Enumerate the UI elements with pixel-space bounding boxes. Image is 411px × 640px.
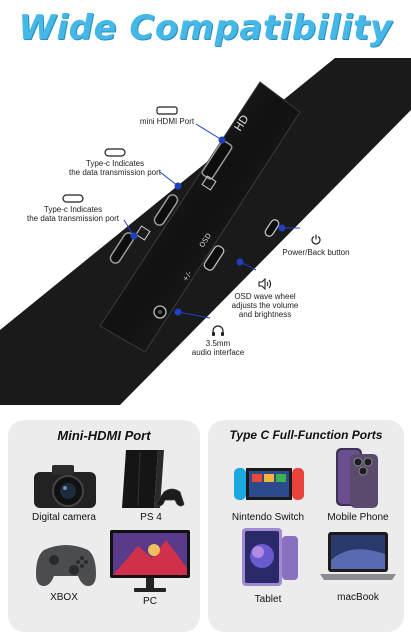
dot-typec-2	[130, 232, 138, 240]
mobile-phone-image	[336, 448, 378, 508]
callout-audio-line2: audio interface	[191, 348, 245, 357]
device-label-xbox: XBOX	[50, 592, 78, 603]
device-label-pc: PC	[143, 596, 157, 607]
mini-hdmi-panel-title: Mini-HDMI Port	[57, 428, 151, 443]
leader-mini-hdmi	[195, 123, 223, 141]
callout-typec-1-line2: the data transmission port	[68, 168, 162, 177]
power-button	[264, 219, 280, 237]
typec-panel: Type C Full-Function Ports Nintendo Swit…	[208, 420, 404, 632]
dot-mini-hdmi	[218, 136, 226, 144]
power-icon	[311, 234, 321, 245]
nintendo-switch-image	[234, 468, 304, 500]
osd-wheel	[203, 245, 225, 271]
callout-osd-line3: and brightness	[238, 310, 292, 319]
callout-typec-1: Type-c Indicates the data transmission p…	[60, 148, 170, 177]
dot-power	[278, 224, 286, 232]
device-label-digital-camera: Digital camera	[32, 512, 96, 523]
headphones-icon	[212, 325, 224, 336]
pc-monitor-image	[110, 530, 190, 592]
typec-port-icon	[62, 194, 84, 203]
digital-camera-image	[34, 465, 96, 508]
callout-power-label: Power/Back button	[282, 248, 350, 257]
callout-osd-line2: adjusts the volume	[231, 301, 299, 310]
monitor-edge	[99, 81, 301, 353]
leader-typec-1	[159, 171, 179, 187]
dot-typec-1	[174, 182, 182, 190]
callout-mini-hdmi-label: mini HDMI Port	[139, 117, 195, 126]
callout-typec-2-line1: Type-c Indicates	[43, 205, 103, 214]
leader-audio	[177, 311, 211, 319]
hdmi-port-icon	[156, 106, 178, 115]
port-indicator-1	[201, 175, 217, 191]
device-label-nintendo-switch: Nintendo Switch	[231, 512, 305, 523]
callout-osd-line1: OSD wave wheel	[234, 292, 296, 301]
mini-hdmi-panel: Mini-HDMI Port Digital camera PS 4 XBOX …	[8, 420, 200, 632]
dot-audio	[174, 308, 182, 316]
typec-port-1	[153, 194, 179, 226]
typec-port-2	[109, 232, 135, 264]
device-label-tablet: Tablet	[254, 594, 282, 605]
callout-typec-2: Type-c Indicates the data transmission p…	[18, 194, 128, 223]
dot-osd	[236, 258, 244, 266]
page-title: Wide Compatibility	[18, 8, 393, 48]
callout-audio: 3.5mm audio interface	[178, 324, 258, 357]
device-label-macbook: macBook	[337, 592, 379, 603]
ps4-image	[122, 450, 185, 508]
device-label-mobile-phone: Mobile Phone	[327, 512, 389, 523]
mini-hdmi-port	[201, 140, 233, 180]
callout-typec-2-line2: the data transmission port	[26, 214, 120, 223]
tablet-image	[242, 528, 298, 586]
speaker-icon	[258, 278, 272, 290]
callout-mini-hdmi: mini HDMI Port	[132, 106, 202, 126]
callout-power: Power/Back button	[266, 234, 366, 257]
port-indicator-2	[135, 225, 151, 241]
macbook-image	[320, 532, 396, 580]
callout-osd: OSD wave wheel adjusts the volume and br…	[220, 278, 310, 319]
callout-typec-1-line1: Type-c Indicates	[85, 159, 145, 168]
monitor-side-diagram: HD OSD +/-	[0, 58, 411, 405]
device-label-ps4: PS 4	[140, 512, 162, 523]
typec-port-icon	[104, 148, 126, 157]
callout-audio-line1: 3.5mm	[205, 339, 231, 348]
xbox-controller-image	[36, 545, 96, 586]
typec-panel-title: Type C Full-Function Ports	[229, 428, 383, 442]
